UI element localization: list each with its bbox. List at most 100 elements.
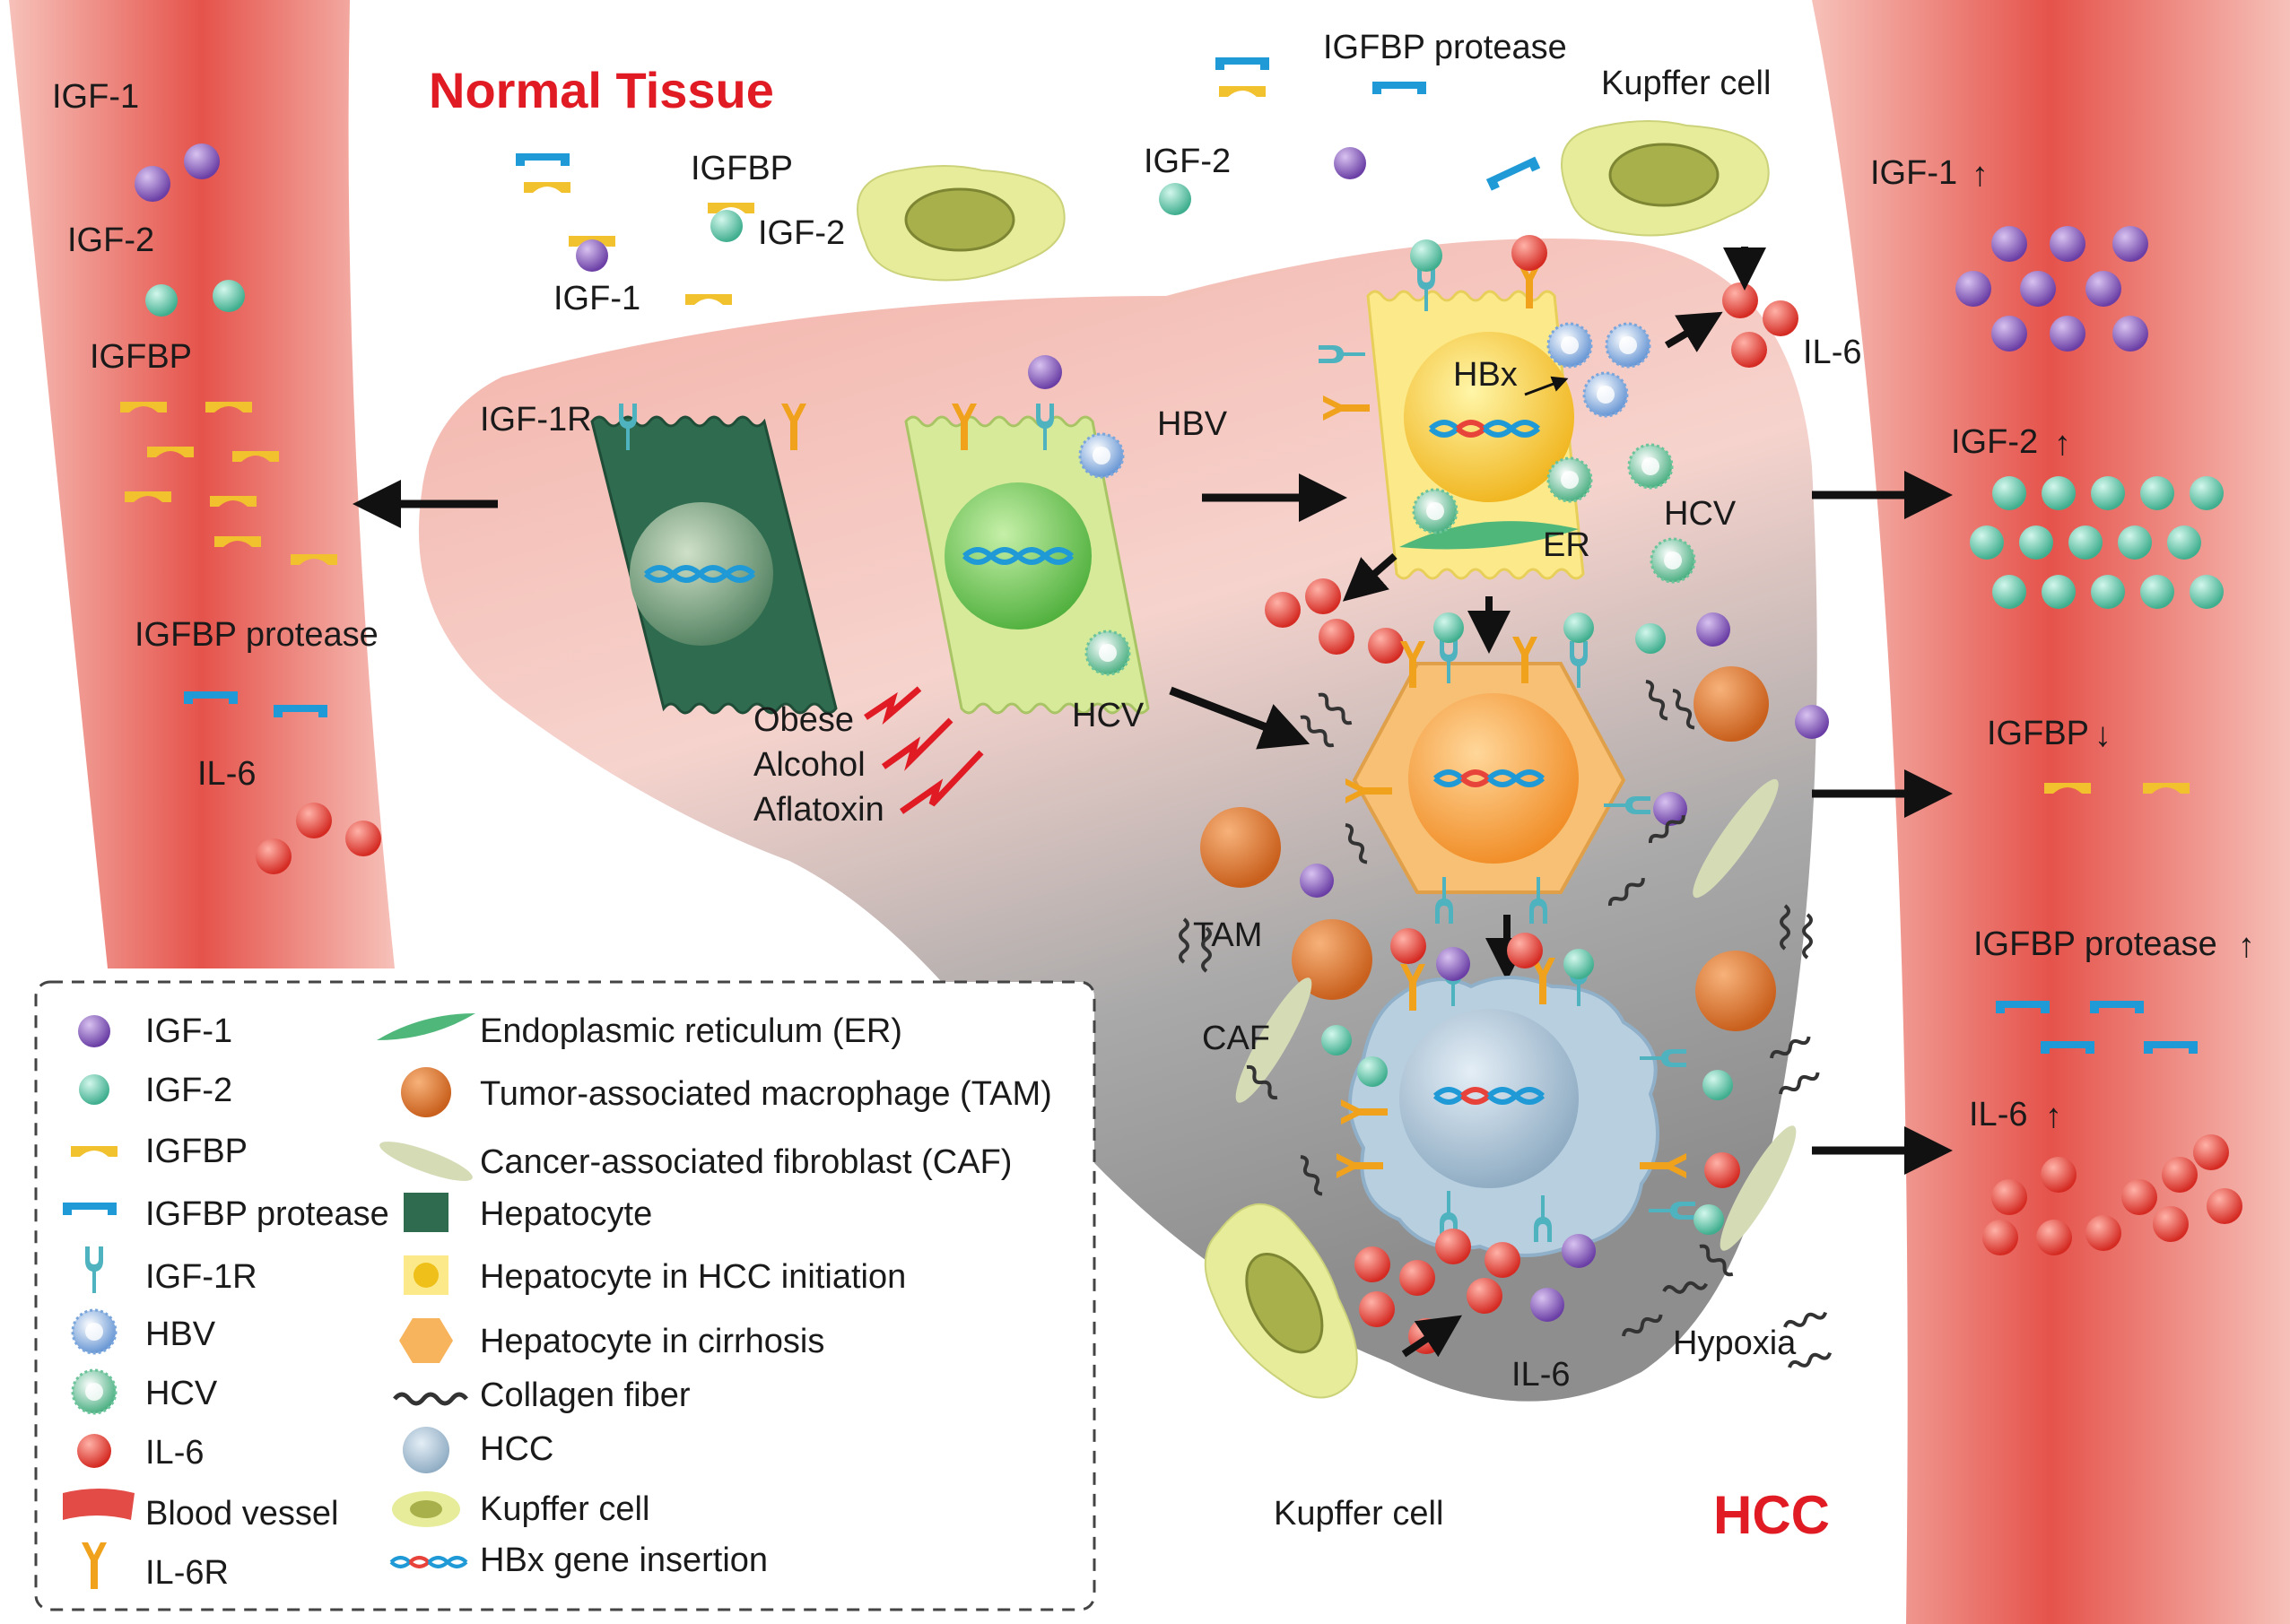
caf-cell	[1693, 778, 1779, 899]
igf1-molecule	[1653, 792, 1687, 826]
igf1-molecule	[576, 239, 608, 272]
hbv-virus	[1078, 432, 1125, 479]
left-vessel-contents: IGF-1 IGF-2 IGFBP IGFBP protease IL-6	[52, 78, 381, 874]
igf1-molecule	[1436, 947, 1470, 981]
legend-label: Endoplasmic reticulum (ER)	[480, 1012, 902, 1050]
igfbp-protease-molecule	[516, 153, 570, 166]
igfbp-decrease-arrow: ↓	[2094, 716, 2112, 754]
legend-label: IGF-2	[145, 1072, 232, 1109]
legend-label: IL-6R	[145, 1554, 229, 1592]
igfbp-protease-molecule	[1372, 82, 1426, 94]
arrow-to-cirrhosis	[1169, 686, 1310, 750]
hbv-virus	[1605, 322, 1651, 369]
igf2-molecule	[710, 210, 743, 242]
il6-icon	[77, 1434, 111, 1468]
tam-icon	[401, 1067, 451, 1117]
igf2-molecule	[213, 280, 245, 312]
arrow-il6-release	[1342, 552, 1398, 602]
legend-right-icons	[377, 1013, 475, 1567]
legend-label: Tumor-associated macrophage (TAM)	[480, 1075, 1052, 1113]
legend-label: Hepatocyte in HCC initiation	[480, 1258, 906, 1296]
tam-cell	[1695, 951, 1776, 1031]
igfbp-protease-molecule	[1485, 156, 1541, 191]
igfbp-molecule	[685, 294, 732, 305]
il6-molecule	[1319, 619, 1354, 655]
left-igf1-label: IGF-1	[52, 78, 139, 116]
legend-label: Cancer-associated fibroblast (CAF)	[480, 1143, 1012, 1181]
right-igf1-label: IGF-1	[1870, 154, 1957, 192]
hcc-title: HCC	[1713, 1485, 1830, 1545]
il6-molecule	[1390, 928, 1426, 964]
caf-label: CAF	[1202, 1020, 1270, 1057]
legend-label: Hepatocyte in cirrhosis	[480, 1323, 824, 1360]
igf1-molecule	[184, 143, 220, 179]
igf1r-label: IGF-1R	[480, 401, 592, 439]
right-vessel-contents: IGF-1 ↑ IGF-2 ↑ IGFBP ↓ IGFBP protease ↑…	[1870, 154, 2255, 1255]
il6-molecule	[256, 838, 292, 874]
lightning-icon	[899, 750, 984, 814]
hbv-label: HBV	[1157, 405, 1228, 443]
risk-factors: Obese Alcohol Aflatoxin	[753, 686, 984, 829]
hbv-virus	[1582, 371, 1629, 418]
igf2-molecule	[1357, 1056, 1388, 1087]
hcv-icon	[71, 1368, 118, 1415]
il6-bottom-label: IL-6	[1511, 1356, 1570, 1394]
igfbp-protease-increase-arrow: ↑	[2238, 927, 2255, 965]
il6-molecule	[1731, 332, 1767, 368]
igf2-cluster	[1970, 476, 2224, 609]
igf1-molecule	[1530, 1288, 1564, 1322]
igf2-molecule	[1433, 612, 1464, 643]
collagen-icon	[393, 1392, 468, 1406]
il6-molecule	[1722, 282, 1758, 318]
hypoxia-label: Hypoxia	[1673, 1324, 1797, 1362]
igf1-increase-arrow: ↑	[1972, 156, 1989, 194]
er-structure	[1399, 521, 1579, 550]
lightning-icon	[881, 717, 953, 771]
hcv-virus	[1546, 456, 1593, 503]
hepatocyte-icon	[404, 1193, 448, 1232]
igf1-molecule	[135, 166, 170, 202]
legend-right-labels: Endoplasmic reticulum (ER) Tumor-associa…	[480, 1012, 1052, 1579]
normal-tissue-title: Normal Tissue	[429, 62, 774, 118]
legend-label: Blood vessel	[145, 1495, 338, 1533]
legend-box	[34, 980, 1096, 1611]
il6-molecule	[1704, 1152, 1740, 1188]
igf2-molecule	[1702, 1070, 1733, 1100]
left-igfbp-protease-label: IGFBP protease	[135, 616, 379, 654]
legend-left-icons	[63, 1015, 135, 1589]
cirrhosis-icon	[399, 1318, 453, 1363]
legend-label: IGFBP protease	[145, 1195, 389, 1233]
il6-cluster	[1982, 1134, 2242, 1255]
top-igf2-b-label: IGF-2	[1144, 143, 1231, 180]
tam-cell	[1292, 919, 1372, 1000]
top-igf1-label: IGF-1	[553, 280, 640, 317]
hbx-label: HBx	[1453, 356, 1518, 394]
kupffer-cell-top-left	[856, 164, 1067, 282]
legend-label: Hepatocyte	[480, 1195, 652, 1233]
legend-label: HBx gene insertion	[480, 1541, 768, 1579]
il6-molecule	[1467, 1278, 1502, 1314]
igf1-molecule	[1300, 864, 1334, 898]
igf2-increase-arrow: ↑	[2054, 425, 2071, 463]
igf1-molecule	[1795, 705, 1829, 739]
legend-label: Collagen fiber	[480, 1376, 691, 1414]
left-igf2-label: IGF-2	[67, 221, 154, 259]
caf-icon	[379, 1142, 473, 1181]
caf-cell	[1720, 1125, 1797, 1251]
il6-molecule	[1368, 628, 1404, 664]
right-il6-label: IL-6	[1969, 1096, 2027, 1133]
igf2-molecule	[145, 284, 178, 317]
igf1-molecule	[1028, 355, 1062, 389]
right-igf2-label: IGF-2	[1951, 423, 2038, 461]
hcv-virus	[1412, 488, 1458, 534]
right-igfbp-protease-label: IGFBP protease	[1973, 925, 2217, 963]
kupffer-cell-top-right	[1560, 119, 1771, 237]
left-il6-label: IL-6	[197, 755, 256, 793]
arrow-il6-release	[1664, 311, 1723, 352]
hcv-label-a: HCV	[1072, 697, 1145, 734]
igf2-icon	[79, 1074, 109, 1105]
il6-molecule	[1354, 1246, 1390, 1282]
legend-label: Kupffer cell	[480, 1490, 649, 1528]
il6-molecule	[1485, 1242, 1520, 1278]
